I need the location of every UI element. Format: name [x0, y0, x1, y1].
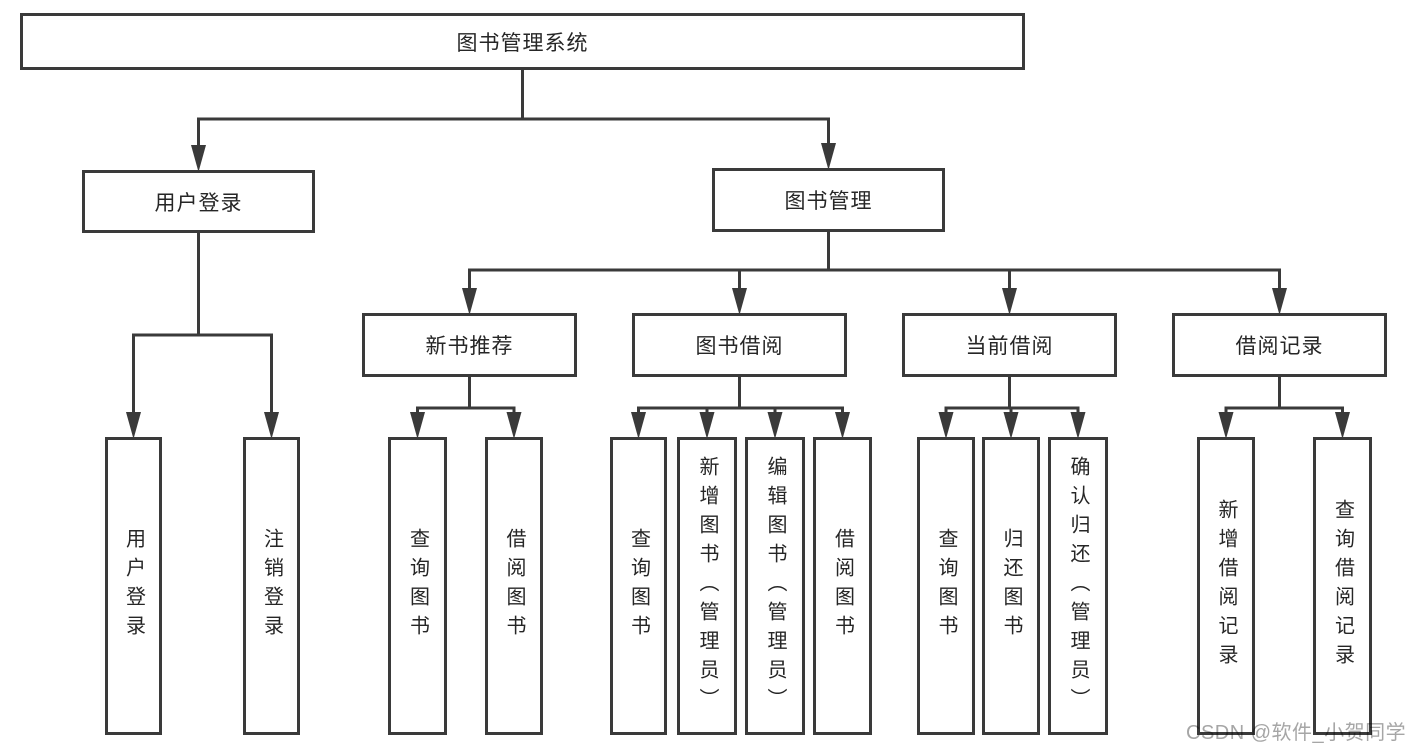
- node-label-root: 图书管理系统: [456, 31, 589, 55]
- arrowhead-icon: [1272, 288, 1287, 315]
- arrowhead-icon: [1003, 412, 1019, 439]
- node-label-leaf-add-record: 新增借阅记录: [1215, 499, 1237, 673]
- arrowhead-icon: [835, 412, 850, 439]
- node-label-leaf-borrow-book: 借阅图书: [831, 528, 854, 644]
- node-label-leaf-query-new: 查询图书: [406, 528, 429, 644]
- node-label-leaf-query-borrow: 查询图书: [627, 528, 650, 644]
- node-label-leaf-query-current: 查询图书: [935, 528, 957, 644]
- arrowhead-icon: [631, 412, 646, 439]
- node-leaf-logout: 注销登录: [243, 437, 300, 735]
- node-label-leaf-add-book: 新增图书（管理员）: [696, 455, 718, 717]
- node-label-leaf-edit-book: 编辑图书（管理员）: [764, 455, 786, 717]
- node-book-mgmt: 图书管理: [712, 168, 945, 232]
- arrowhead-icon: [191, 145, 206, 172]
- node-label-leaf-confirm-return: 确认归还（管理员）: [1067, 455, 1089, 717]
- arrowhead-icon: [699, 412, 715, 439]
- node-leaf-borrow-book: 借阅图书: [813, 437, 872, 735]
- node-leaf-user-login: 用户登录: [105, 437, 162, 735]
- arrowhead-icon: [1335, 412, 1350, 439]
- node-label-leaf-user-login: 用户登录: [122, 528, 145, 644]
- node-book-borrow: 图书借阅: [632, 313, 847, 377]
- node-leaf-confirm-return: 确认归还（管理员）: [1048, 437, 1108, 735]
- node-label-leaf-return-book: 归还图书: [1000, 528, 1022, 644]
- arrowhead-icon: [462, 288, 477, 315]
- arrowhead-icon: [1070, 412, 1086, 439]
- node-borrow-records: 借阅记录: [1172, 313, 1387, 377]
- arrowhead-icon: [1002, 288, 1017, 315]
- node-label-book-mgmt: 图书管理: [784, 190, 873, 213]
- node-label-current-borrow: 当前借阅: [965, 335, 1054, 358]
- node-leaf-edit-book: 编辑图书（管理员）: [745, 437, 805, 735]
- node-label-book-borrow: 图书借阅: [695, 335, 784, 358]
- arrowhead-icon: [264, 412, 279, 439]
- node-leaf-borrow-new: 借阅图书: [485, 437, 543, 735]
- arrowhead-icon: [410, 412, 425, 439]
- node-leaf-query-borrow: 查询图书: [610, 437, 667, 735]
- node-label-leaf-query-record: 查询借阅记录: [1331, 499, 1354, 673]
- node-label-leaf-logout: 注销登录: [260, 528, 283, 644]
- arrowhead-icon: [732, 288, 747, 315]
- node-leaf-query-record: 查询借阅记录: [1313, 437, 1372, 735]
- node-new-books: 新书推荐: [362, 313, 577, 377]
- node-label-user-login: 用户登录: [154, 191, 243, 215]
- arrowhead-icon: [506, 412, 522, 439]
- watermark: CSDN @软件_小贺同学: [1186, 722, 1405, 744]
- node-label-leaf-borrow-new: 借阅图书: [503, 528, 525, 644]
- node-user-login: 用户登录: [82, 170, 315, 233]
- arrowhead-icon: [1218, 412, 1234, 439]
- arrowhead-icon: [938, 412, 954, 439]
- node-leaf-query-new: 查询图书: [388, 437, 447, 735]
- arrowhead-icon: [126, 412, 141, 439]
- node-label-new-books: 新书推荐: [425, 335, 514, 358]
- node-label-borrow-records: 借阅记录: [1235, 335, 1324, 358]
- arrowhead-icon: [767, 412, 783, 439]
- arrowhead-icon: [821, 143, 836, 170]
- node-root: 图书管理系统: [20, 13, 1025, 70]
- node-leaf-return-book: 归还图书: [982, 437, 1040, 735]
- node-current-borrow: 当前借阅: [902, 313, 1117, 377]
- node-leaf-query-current: 查询图书: [917, 437, 975, 735]
- node-leaf-add-record: 新增借阅记录: [1197, 437, 1255, 735]
- node-leaf-add-book: 新增图书（管理员）: [677, 437, 737, 735]
